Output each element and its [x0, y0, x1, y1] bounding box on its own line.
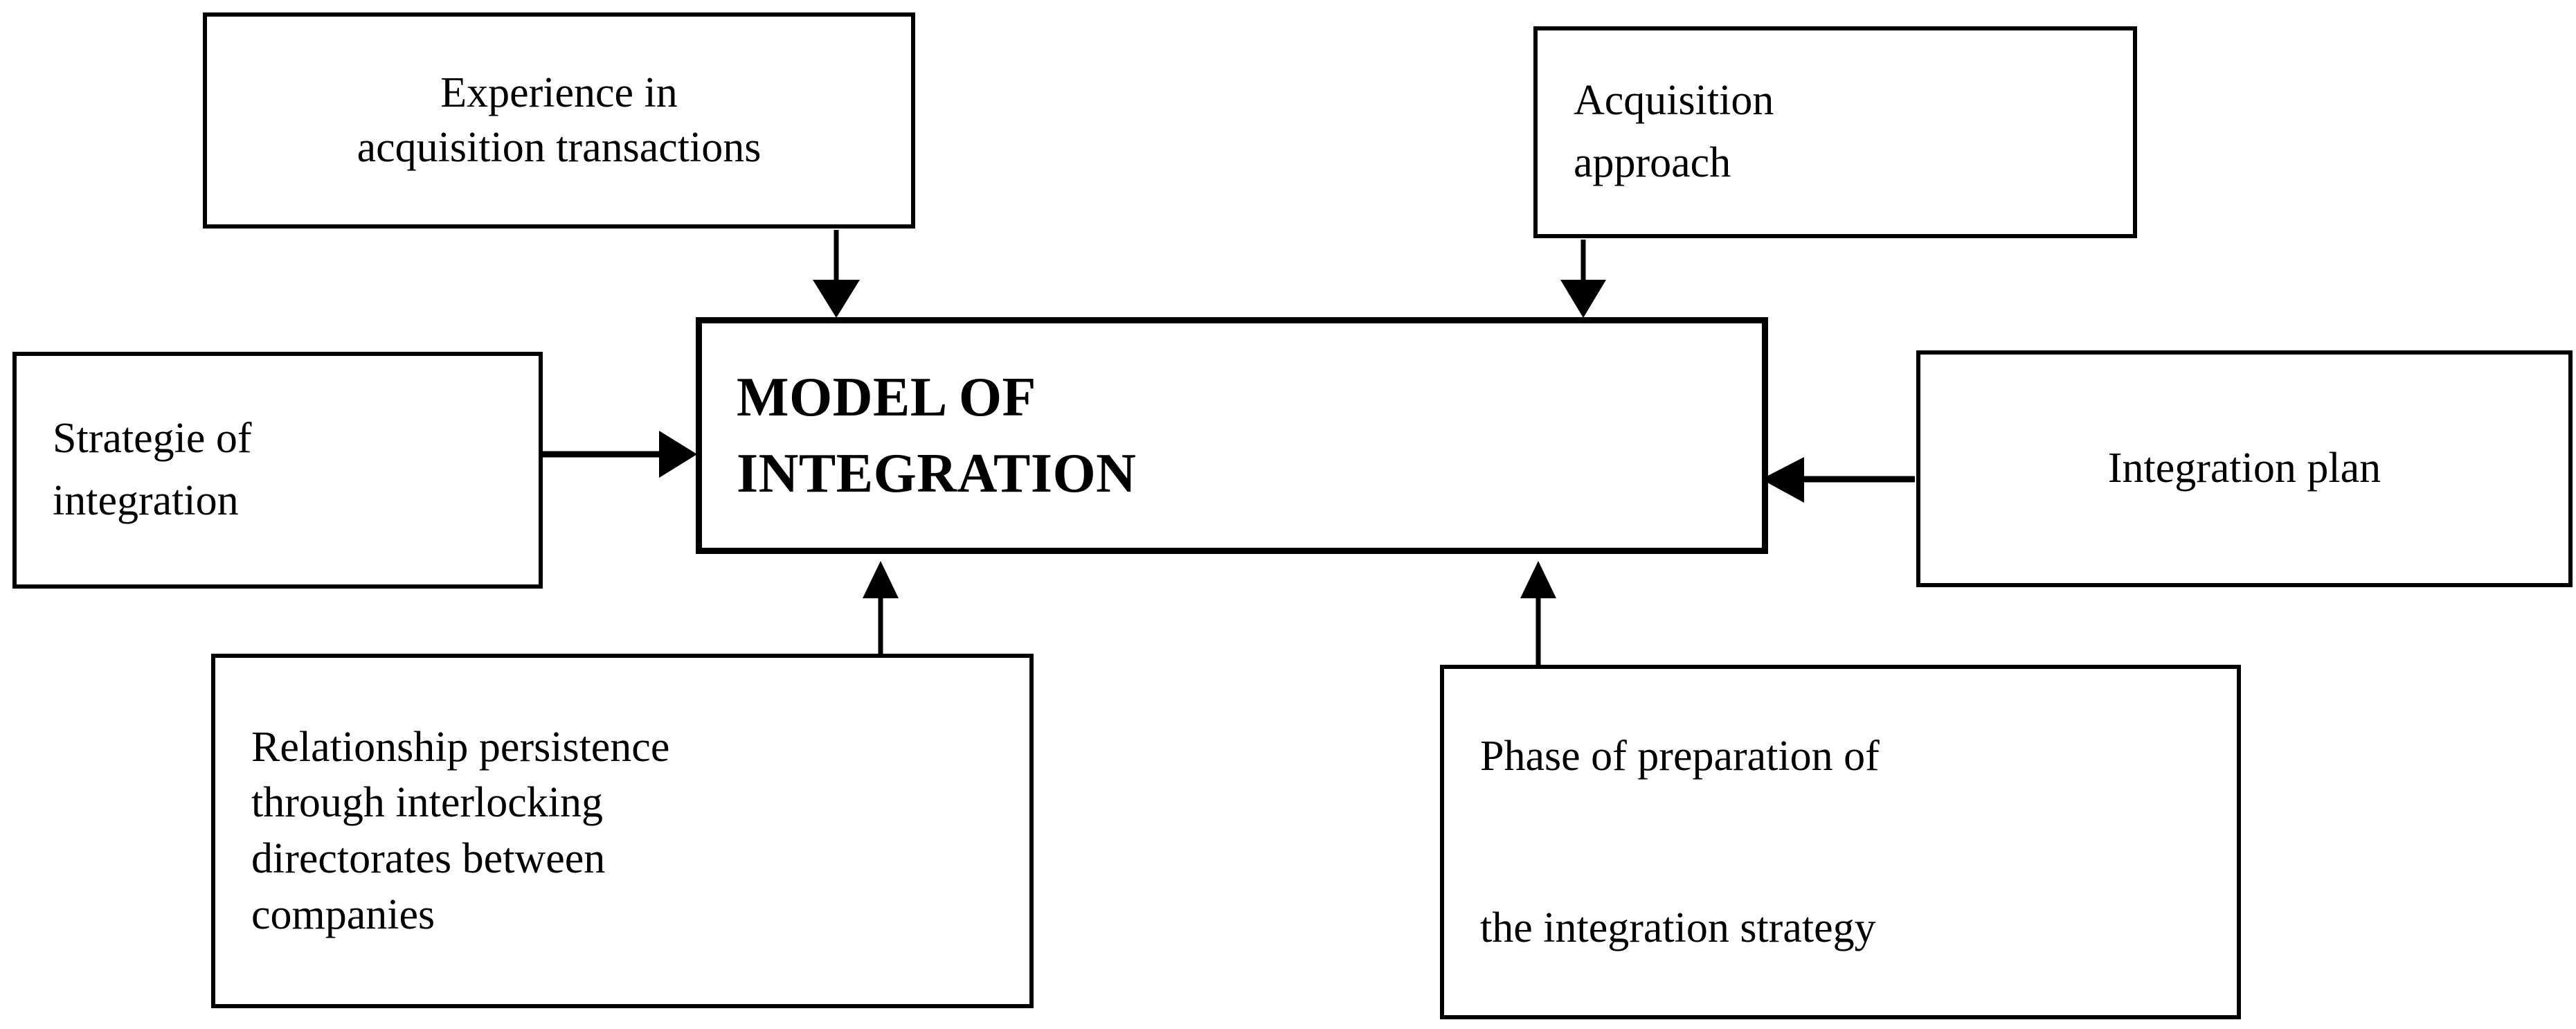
node-integration-plan[interactable]: Integration plan — [1916, 350, 2573, 587]
node-integration-plan-label: Integration plan — [2107, 445, 2381, 492]
arrow-acquisition-to-model — [1560, 240, 1606, 318]
node-model-of-integration[interactable]: MODEL OF INTEGRATION — [696, 317, 1768, 554]
node-model-label: MODEL OF INTEGRATION — [737, 366, 1137, 504]
node-phase-of-preparation[interactable]: Phase of preparation of the integration … — [1440, 665, 2241, 1019]
node-relationship-persistence[interactable]: Relationship persistence through interlo… — [211, 654, 1034, 1008]
arrow-strategie-to-model — [543, 431, 697, 478]
node-phase-label-line2: the integration strategy — [1480, 904, 1876, 951]
arrow-relationship-to-model — [863, 561, 899, 655]
arrow-experience-to-model — [813, 230, 860, 318]
node-acquisition-label: Acquisition approach — [1574, 77, 1774, 186]
node-strategie-label: Strategie of integration — [53, 415, 252, 524]
arrow-integrationplan-to-model — [1761, 457, 1915, 503]
node-phase-label-line1: Phase of preparation of — [1480, 733, 1880, 780]
node-acquisition-approach[interactable]: Acquisition approach — [1533, 26, 2137, 238]
node-relationship-label: Relationship persistence through interlo… — [251, 723, 670, 938]
node-strategie-of-integration[interactable]: Strategie of integration — [12, 352, 543, 589]
node-phase-label: Phase of preparation of the integration … — [1444, 627, 1916, 1029]
node-experience-in-acquisition-transactions[interactable]: Experience in acquisition transactions — [203, 12, 915, 229]
node-experience-label: Experience in acquisition transactions — [357, 69, 762, 171]
